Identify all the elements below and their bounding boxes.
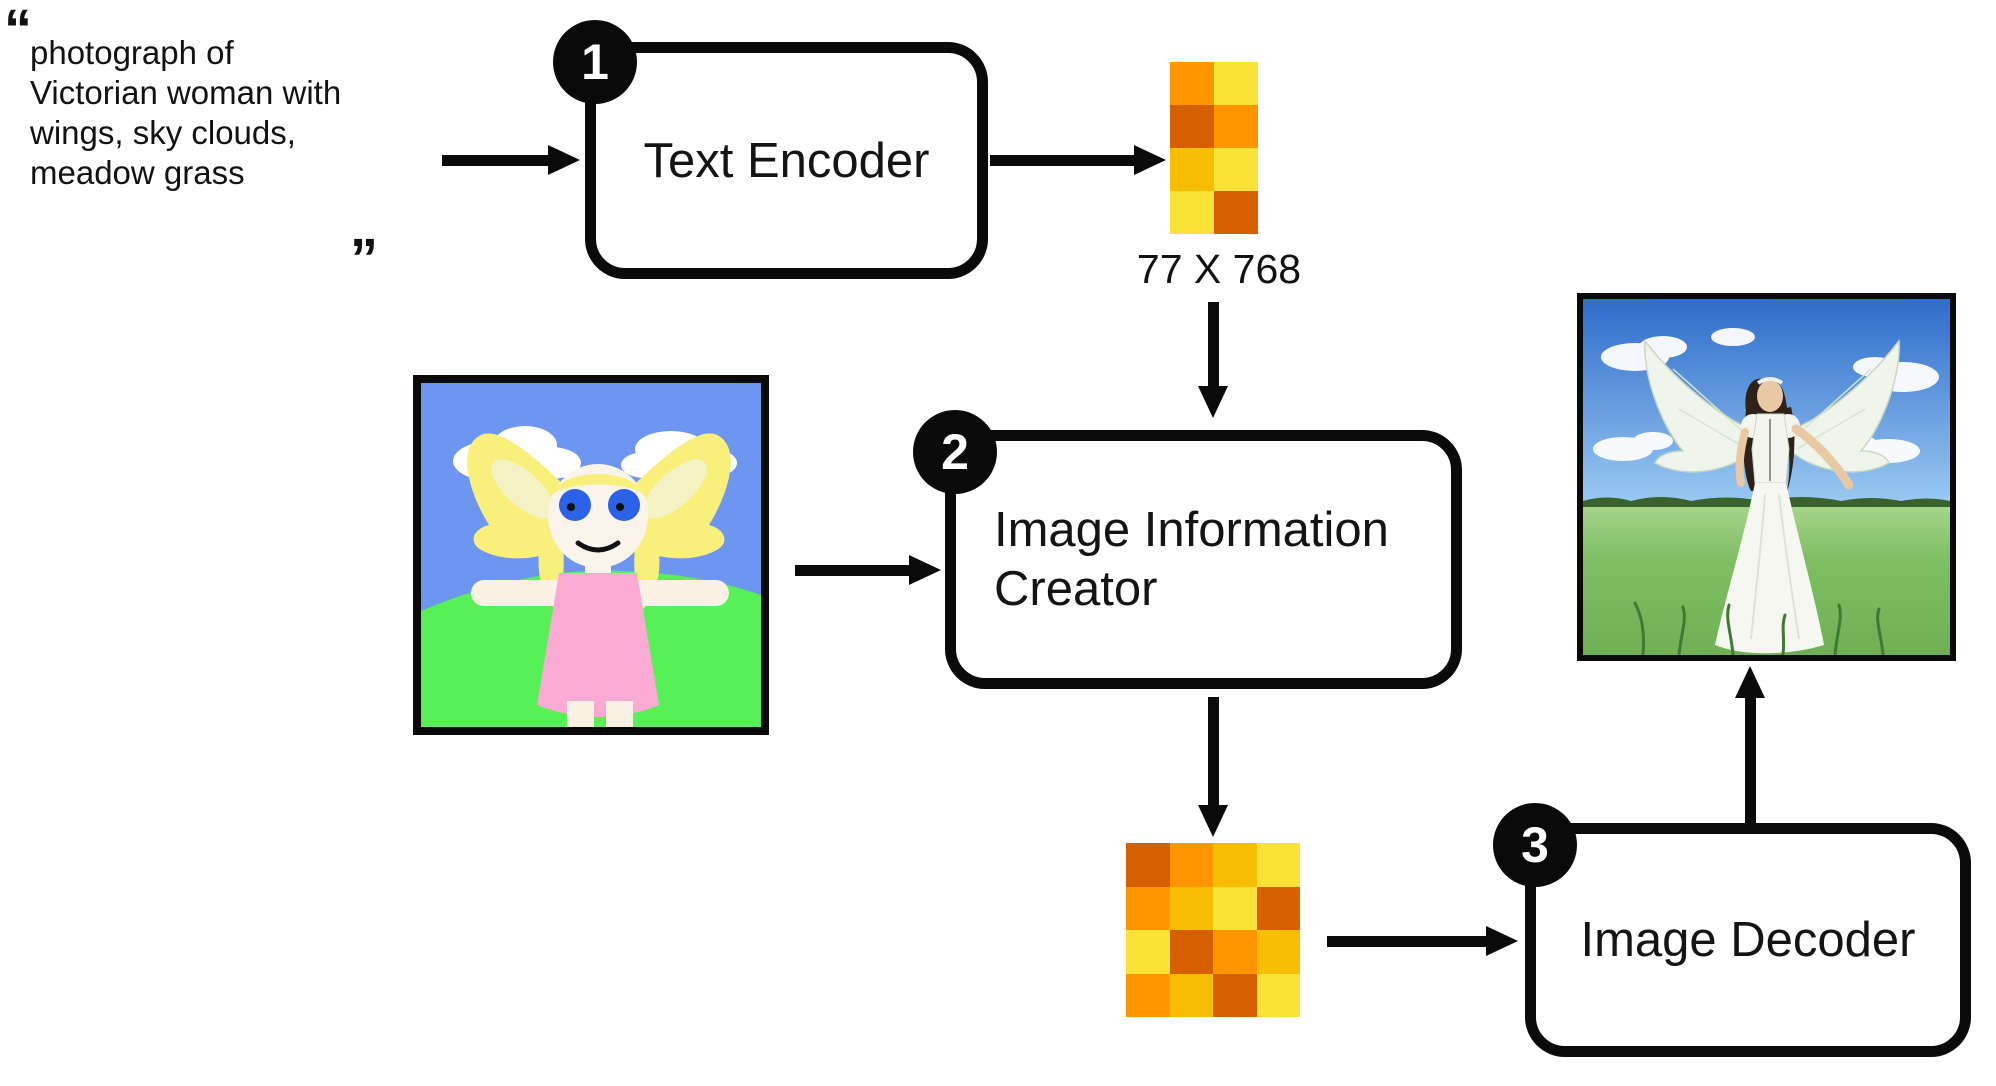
- input-sketch-illustration: [421, 383, 761, 727]
- node-text-encoder: Text Encoder: [585, 42, 988, 279]
- heatmap-cell: [1170, 105, 1214, 148]
- arrow-head-icon: [548, 145, 580, 175]
- heatmap-cell: [1214, 148, 1258, 191]
- arrow-shaft: [1208, 302, 1219, 388]
- sketch-eyes: [559, 489, 640, 521]
- heatmap-cell: [1169, 973, 1213, 1017]
- token-embeddings-heatmap: [1170, 62, 1258, 234]
- heatmap-cell: [1256, 843, 1300, 887]
- output-photo-illustration: [1583, 299, 1950, 655]
- heatmap-cell: [1214, 191, 1258, 234]
- prompt-text: photograph of Victorian woman with wings…: [30, 33, 380, 193]
- prompt-line: Victorian woman with: [30, 74, 342, 111]
- prompt-line: wings, sky clouds,: [30, 114, 296, 151]
- sketch-dress: [537, 573, 659, 717]
- sketch-smile: [575, 540, 621, 553]
- arrow-head-icon: [1735, 666, 1765, 698]
- arrow-shaft: [1327, 936, 1488, 947]
- heatmap-cell: [1214, 105, 1258, 148]
- photo-grass-blades: [1633, 601, 1885, 655]
- arrow-shaft: [990, 155, 1136, 166]
- heatmap-cell: [1256, 886, 1300, 930]
- heatmap-cell: [1169, 843, 1213, 887]
- arrow-shaft: [1745, 696, 1756, 823]
- heatmap-cell: [1170, 191, 1214, 234]
- heatmap-cell: [1170, 62, 1214, 105]
- heatmap-cell: [1213, 886, 1257, 930]
- prompt-line: photograph of: [30, 34, 234, 71]
- node-label: Image Decoder: [1580, 913, 1916, 967]
- step-2-badge: 2: [913, 410, 997, 494]
- arrow-head-icon: [1198, 386, 1228, 418]
- heatmap-cell: [1256, 973, 1300, 1017]
- heatmap-cell: [1126, 886, 1170, 930]
- heatmap-cell: [1169, 930, 1213, 974]
- arrow-shaft: [1208, 697, 1219, 807]
- step-3-badge: 3: [1493, 803, 1577, 887]
- node-label-line: Creator: [994, 561, 1158, 616]
- node-label: Image Information Creator: [994, 501, 1389, 619]
- output-photo-image: [1577, 293, 1956, 661]
- sketch-fringe: [551, 474, 645, 495]
- photo-wing-feathers: [1672, 368, 1872, 450]
- prompt-open-quote: “: [4, 0, 32, 60]
- heatmap-cell: [1213, 973, 1257, 1017]
- heatmap-cell: [1213, 930, 1257, 974]
- heatmap-cell: [1214, 62, 1258, 105]
- heatmap-cell: [1126, 973, 1170, 1017]
- token-matrix-size-label: 77 X 768: [1136, 246, 1302, 292]
- node-label: Text Encoder: [643, 133, 930, 188]
- arrow-head-icon: [909, 555, 941, 585]
- latents-heatmap: [1126, 843, 1300, 1017]
- step-1-badge: 1: [553, 20, 637, 104]
- heatmap-cell: [1170, 148, 1214, 191]
- arrow-head-icon: [1134, 145, 1166, 175]
- arrow-shaft: [442, 155, 550, 166]
- node-image-information-creator: Image Information Creator: [945, 430, 1462, 689]
- input-sketch-image: [413, 375, 769, 735]
- photo-wings: [1644, 338, 1900, 473]
- photo-woman: [1715, 377, 1854, 654]
- heatmap-cell: [1256, 930, 1300, 974]
- node-image-decoder: Image Decoder: [1525, 823, 1971, 1057]
- heatmap-cell: [1169, 886, 1213, 930]
- prompt-close-quote: „: [350, 195, 378, 258]
- node-label-line: Image Information: [994, 502, 1389, 557]
- sketch-legs: [567, 701, 633, 727]
- heatmap-cell: [1213, 843, 1257, 887]
- arrow-head-icon: [1486, 926, 1518, 956]
- arrow-shaft: [795, 565, 911, 576]
- prompt-line: meadow grass: [30, 154, 245, 191]
- heatmap-cell: [1126, 930, 1170, 974]
- heatmap-cell: [1126, 843, 1170, 887]
- arrow-head-icon: [1198, 805, 1228, 837]
